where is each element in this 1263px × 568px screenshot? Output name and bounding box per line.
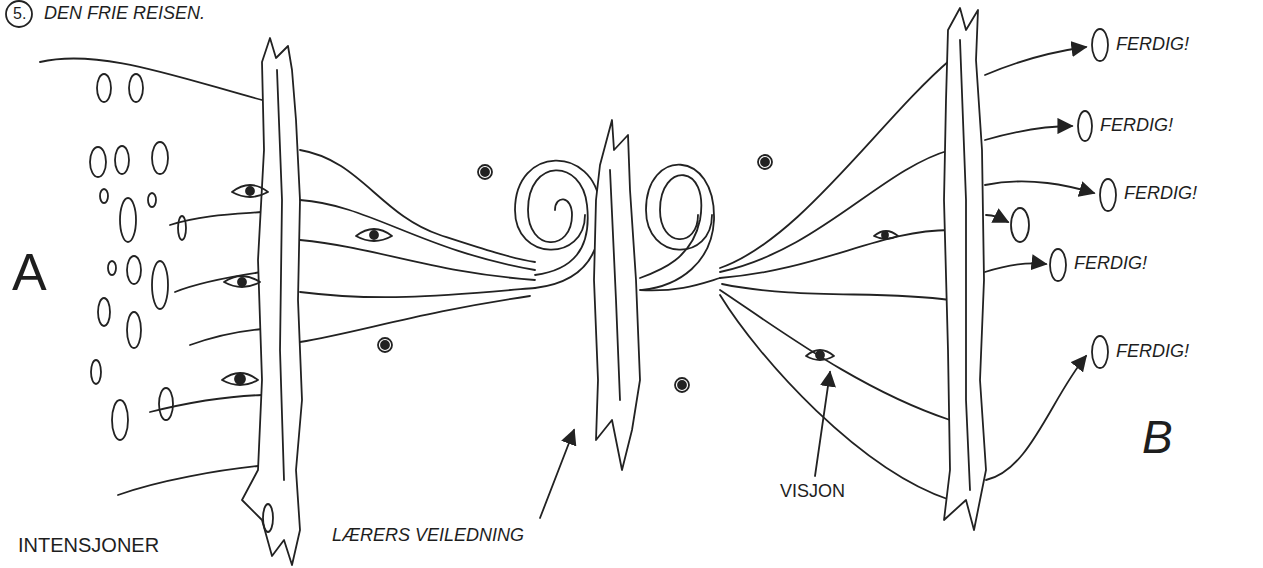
oval xyxy=(1092,29,1108,61)
arrow xyxy=(985,47,1086,75)
eye xyxy=(232,185,268,197)
oval xyxy=(97,74,111,102)
outcome-ovals xyxy=(1011,29,1116,368)
oval xyxy=(120,198,136,242)
goal-panel xyxy=(944,8,986,530)
spiral-tail xyxy=(640,278,720,290)
oval xyxy=(115,146,129,174)
oval xyxy=(90,147,106,177)
oval xyxy=(1078,111,1092,141)
dot xyxy=(481,168,489,176)
eye-pupil xyxy=(246,187,254,195)
eye xyxy=(224,276,260,287)
callout-number: 5. xyxy=(11,5,28,23)
part-label: LÆRERS VEILEDNING xyxy=(330,526,526,546)
eye-pupil xyxy=(370,231,378,239)
vision-line xyxy=(720,295,950,500)
panel-detail xyxy=(263,504,273,532)
oval xyxy=(108,261,116,275)
outcome-label: FERDIG! xyxy=(1098,116,1175,136)
eye-pupil xyxy=(882,232,888,238)
oval xyxy=(1092,336,1108,368)
wavy-line xyxy=(170,212,262,225)
wavy-line xyxy=(118,466,258,495)
eye xyxy=(806,350,834,360)
wavy-line xyxy=(175,272,262,292)
vision-line xyxy=(720,230,950,278)
panel-inner-line xyxy=(610,170,620,400)
outcome-label: FERDIG! xyxy=(1122,184,1199,204)
oval xyxy=(178,216,186,240)
outcome-label: FERDIG! xyxy=(1114,35,1191,55)
funnel-line xyxy=(300,288,535,297)
funnel-line xyxy=(300,296,530,342)
oval xyxy=(1011,208,1029,242)
oval xyxy=(1100,179,1116,211)
funnel-line xyxy=(300,240,535,280)
oval xyxy=(112,400,128,440)
vision-lines xyxy=(720,60,950,500)
oval xyxy=(127,312,141,348)
oval xyxy=(127,256,141,284)
eye xyxy=(874,231,898,239)
dot xyxy=(761,158,769,166)
outcome-label: FERDIG! xyxy=(1072,254,1149,274)
dots xyxy=(378,155,772,392)
threshold-panel xyxy=(242,38,302,565)
spiral xyxy=(528,170,588,275)
dot xyxy=(678,381,686,389)
funnel-lines xyxy=(300,150,535,342)
oval xyxy=(98,298,110,326)
eye xyxy=(356,229,392,241)
vision-line xyxy=(722,284,950,300)
panel-inner-line xyxy=(960,40,970,490)
funnel-line xyxy=(300,200,535,270)
oval xyxy=(1050,249,1066,281)
title: DEN FRIE REISEN. xyxy=(42,4,207,24)
wavy-line xyxy=(150,395,262,412)
arrow xyxy=(985,126,1072,140)
eye-pupil xyxy=(235,374,245,384)
guidance-panel xyxy=(594,120,640,470)
oval xyxy=(129,74,143,102)
dot-ring xyxy=(378,338,392,352)
outcome-label: FERDIG! xyxy=(1114,342,1191,362)
spiral xyxy=(642,165,714,290)
leader-arrow xyxy=(815,372,830,476)
leader-arrow xyxy=(540,430,574,518)
oval xyxy=(100,189,108,203)
part-label: INTENSJONER xyxy=(16,534,161,556)
spiral xyxy=(515,161,601,288)
dot-ring xyxy=(758,155,772,169)
dot xyxy=(381,341,389,349)
panel-inner-line xyxy=(277,70,284,480)
eye-pupil xyxy=(816,351,824,359)
oval xyxy=(148,193,156,207)
point-label: A xyxy=(10,244,49,301)
arrow xyxy=(985,263,1046,272)
oval xyxy=(152,142,168,174)
point-label: B xyxy=(1140,412,1175,463)
vision-line xyxy=(720,290,950,420)
arrow xyxy=(986,356,1086,480)
eye-pupil xyxy=(238,278,246,286)
intention-ovals xyxy=(90,74,186,440)
part-label: VISJON xyxy=(778,482,847,502)
eye xyxy=(222,373,258,385)
wavy-line xyxy=(40,58,262,100)
oval xyxy=(152,261,168,309)
number-circle xyxy=(6,1,32,27)
arrow xyxy=(986,215,1008,222)
oval xyxy=(91,360,101,384)
oval xyxy=(159,388,173,420)
arrow xyxy=(985,181,1094,193)
wavy-lines xyxy=(40,58,262,495)
dot-ring xyxy=(478,165,492,179)
eyes xyxy=(222,185,898,385)
wavy-line xyxy=(190,329,262,345)
dot-ring xyxy=(675,378,689,392)
